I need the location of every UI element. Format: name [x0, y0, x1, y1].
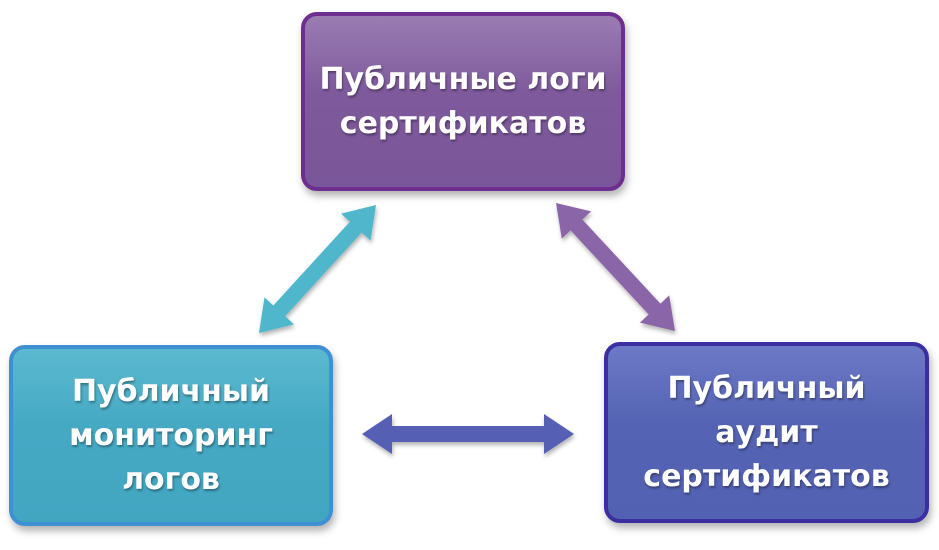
node-monitor-line-3: логов — [122, 461, 220, 497]
node-logs-line-2: сертификатов — [339, 105, 587, 141]
node-public-certificate-audit: Публичный аудит сертификатов — [604, 342, 929, 523]
node-audit-line-3: сертификатов — [643, 458, 890, 494]
node-monitor-line-1: Публичный — [71, 373, 271, 409]
node-monitor-line-2: мониторинг — [69, 417, 273, 453]
arrow-logs-audit — [556, 203, 675, 331]
node-audit-line-2: аудит — [715, 414, 818, 450]
node-audit-line-1: Публичный — [667, 370, 866, 406]
node-logs-line-1: Публичные логи — [319, 61, 607, 97]
arrow-monitor-logs — [259, 205, 376, 333]
arrow-monitor-audit — [362, 414, 574, 454]
node-public-certificate-logs: Публичные логи сертификатов — [301, 12, 625, 191]
node-public-log-monitoring: Публичный мониторинг логов — [9, 345, 333, 526]
